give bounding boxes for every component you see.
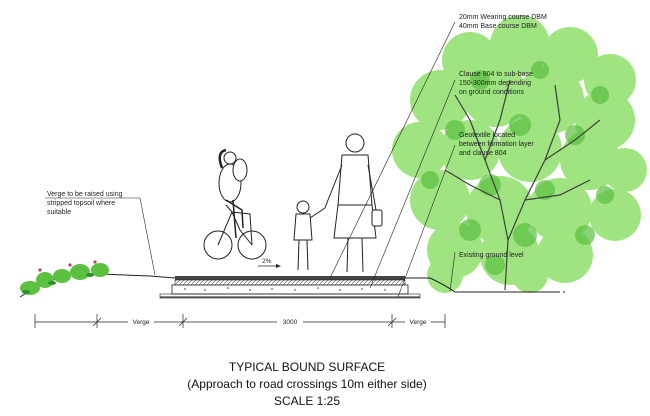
fall-arrow: 2%	[258, 258, 281, 268]
cyclist-figure	[203, 148, 267, 260]
ground-section	[19, 273, 565, 299]
annotation-geotextile: Geotextile located between formation lay…	[459, 132, 534, 157]
sub-base-layer	[171, 284, 409, 295]
existing-ground-note: Existing ground level	[459, 252, 524, 259]
wearing-course-note: 20mm Wearing course DBM	[459, 14, 547, 21]
annotation-clause-804: Clause 804 to sub-base 150-300mm dependi…	[459, 71, 533, 96]
child-figure	[293, 200, 326, 271]
caption-subtitle: (Approach to road crossings 10m either s…	[187, 377, 426, 391]
annotation-wearing-base: 20mm Wearing course DBM 40mm Base course…	[459, 14, 547, 30]
base-course-note: 40mm Base course DBM	[459, 23, 537, 30]
woman-figure	[324, 133, 383, 273]
geotextile-line-2: between formation layer	[459, 141, 534, 148]
tree-illustration	[392, 15, 647, 293]
clause-804-line-1: Clause 804 to sub-base	[459, 71, 533, 78]
base-course-layer	[174, 279, 406, 286]
dimension-line	[34, 314, 446, 328]
drawing-caption: TYPICAL BOUND SURFACE (Approach to road …	[187, 360, 426, 408]
caption-title: TYPICAL BOUND SURFACE	[229, 360, 385, 374]
leader-lines	[45, 21, 456, 298]
fall-label: 2%	[262, 258, 272, 265]
verge-note-line-3: suitable	[47, 209, 71, 216]
dimension-verge-right: Verge	[410, 319, 427, 326]
verge-plants	[20, 260, 109, 295]
dimension-path-width: 3000	[283, 319, 298, 326]
verge-note-line-1: Verge to be raised using	[47, 191, 123, 198]
geotextile-line-1: Geotextile located	[459, 132, 515, 139]
clause-804-line-3: on ground conditions	[459, 89, 524, 96]
verge-note-line-2: stripped topsoil where	[47, 200, 115, 207]
annotation-verge: Verge to be raised using stripped topsoi…	[47, 191, 123, 216]
caption-scale: SCALE 1:25	[274, 394, 340, 408]
wearing-course-layer	[175, 276, 405, 280]
geotextile-line-3: and clause 804	[459, 150, 507, 157]
clause-804-line-2: 150-300mm depending	[459, 80, 531, 87]
dimension-verge-left: Verge	[133, 319, 150, 326]
